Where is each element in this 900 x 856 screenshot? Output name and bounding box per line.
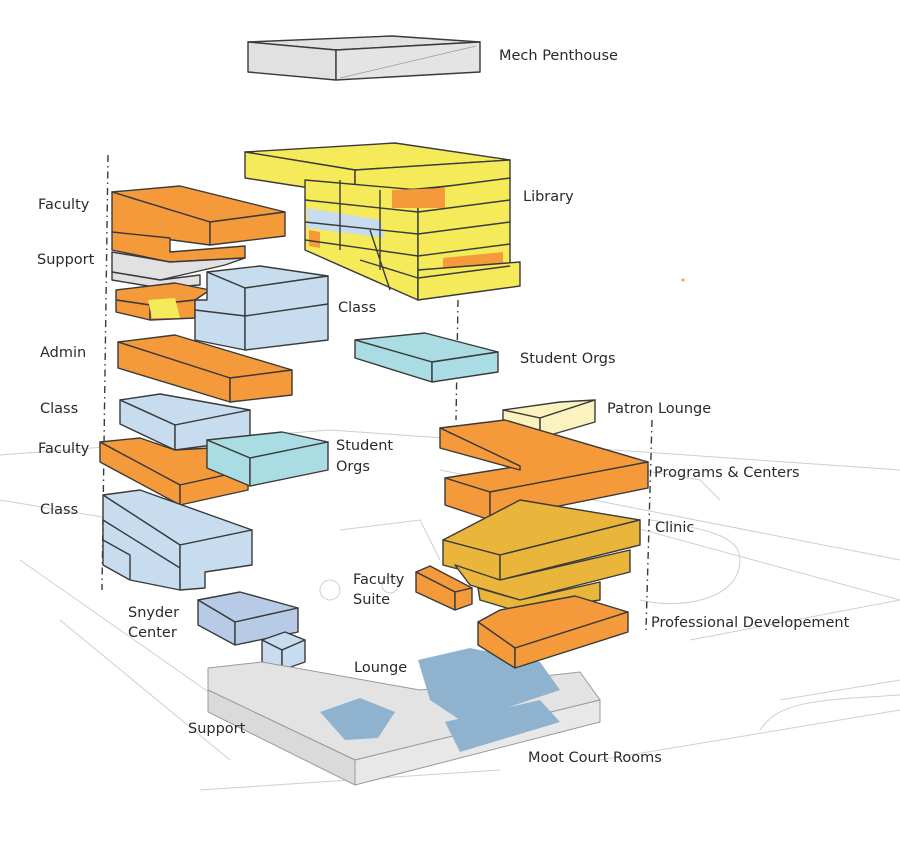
block-professional-development [477,595,629,669]
block-faculty-top [111,185,286,263]
axis-line-right [645,419,653,631]
label-clinic: Clinic [655,520,695,536]
label-support-top: Support [37,252,95,268]
label-library: Library [523,189,574,205]
label-programs-centers: Programs & Centers [654,465,800,481]
block-class-lower [102,489,253,591]
axis-line-left [101,154,109,591]
label-class-upper: Class [338,300,377,316]
label-support-base: Support [188,721,246,737]
label-lounge: Lounge [354,660,408,676]
label-admin: Admin [40,345,87,361]
block-admin [117,334,293,403]
label-faculty-top: Faculty [38,197,90,213]
block-lounge [320,648,560,740]
label-class-lower: Class [40,502,79,518]
axis-line-library [455,299,459,421]
label-faculty-mid: Faculty [38,441,90,457]
label-mech-penthouse: Mech Penthouse [499,48,618,64]
block-snyder-center [197,591,306,671]
label-patron-lounge: Patron Lounge [607,401,712,417]
label-faculty-suite-1: Faculty [353,572,405,588]
block-student-orgs-left [206,431,329,487]
block-faculty-suite [415,565,473,611]
label-student-orgs-left-1: Student [336,438,394,454]
block-class-upper [194,265,329,351]
block-library [244,142,521,301]
block-moot-court [445,700,560,752]
block-faculty-small [115,282,211,321]
label-faculty-suite-2: Suite [353,592,391,608]
block-mech-penthouse [247,35,481,81]
marker-dot [681,278,685,282]
label-professional-development: Professional Developement [651,615,850,631]
label-snyder-center-1: Snyder [128,605,180,621]
label-class-mid: Class [40,401,79,417]
label-moot-court-rooms: Moot Court Rooms [528,750,662,766]
block-student-orgs-center [354,332,499,383]
label-student-orgs-left-2: Orgs [336,459,370,475]
label-snyder-center-2: Center [128,625,177,641]
label-student-orgs-center: Student Orgs [520,351,616,367]
